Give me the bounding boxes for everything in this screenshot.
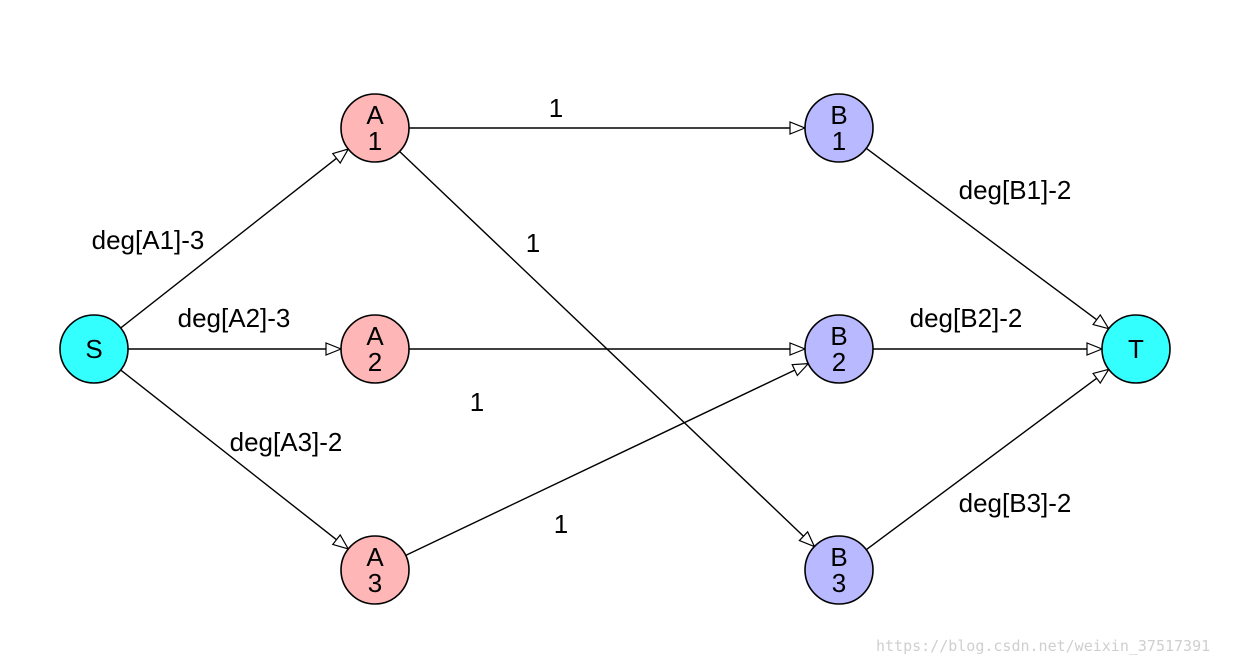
node-a2: A2 [340, 314, 410, 384]
edge-s-a1: deg[A1]-3 [92, 148, 350, 329]
edge-a1-b3: 1 [399, 150, 816, 548]
arrowhead-icon [1092, 313, 1111, 330]
node-circle [340, 535, 410, 605]
edge-line [865, 377, 1098, 551]
node-label: 1 [368, 126, 382, 156]
node-label: A [366, 100, 384, 130]
node-label: S [85, 334, 102, 364]
arrowhead-icon [789, 121, 807, 135]
node-circle [804, 93, 874, 163]
edge-label: 1 [549, 93, 563, 123]
edge-a1-b1: 1 [409, 93, 807, 135]
node-label: 2 [832, 347, 846, 377]
node-b3: B3 [804, 535, 874, 605]
node-circle [1101, 314, 1171, 384]
edge-s-a2: deg[A2]-3 [128, 303, 343, 356]
node-s: S [59, 314, 129, 384]
node-label: B [830, 321, 847, 351]
node-label: A [366, 542, 384, 572]
node-a3: A3 [340, 535, 410, 605]
node-label: 3 [832, 568, 846, 598]
arrowhead-icon [331, 533, 350, 550]
node-label: 2 [368, 347, 382, 377]
edge-label: deg[B3]-2 [959, 488, 1072, 518]
node-label: 3 [368, 568, 382, 598]
arrowhead-icon [791, 362, 810, 377]
node-b2: B2 [804, 314, 874, 384]
edge-label: 1 [554, 509, 568, 539]
arrowhead-icon [331, 148, 350, 165]
edge-label: deg[A3]-2 [230, 427, 343, 457]
edge-s-a3: deg[A3]-2 [120, 369, 350, 550]
edge-label: deg[A2]-3 [178, 303, 291, 333]
node-a1: A1 [340, 93, 410, 163]
edge-line [865, 147, 1098, 321]
edge-label: deg[B2]-2 [910, 303, 1023, 333]
edge-line [405, 369, 796, 557]
arrowhead-icon [325, 342, 343, 356]
node-label: B [830, 542, 847, 572]
edge-layer: deg[A1]-3 deg[A2]-3 deg[A3]-2 1 1 1 1 deg[B1]-2… [92, 93, 1111, 557]
node-label: B [830, 100, 847, 130]
edge-label: deg[B1]-2 [959, 175, 1072, 205]
arrowhead-icon [1086, 342, 1104, 356]
node-circle [59, 314, 129, 384]
edge-a2-b2: 1 [409, 342, 807, 417]
node-circle [804, 314, 874, 384]
edge-b2-t: deg[B2]-2 [873, 303, 1104, 356]
arrowhead-icon [798, 530, 816, 548]
edge-b3-t: deg[B3]-2 [865, 368, 1111, 551]
edge-line [399, 150, 805, 537]
arrowhead-icon [1092, 368, 1111, 385]
edge-line [120, 157, 337, 329]
watermark-url: https://blog.csdn.net/weixin_37517391 [876, 637, 1211, 655]
node-label: 1 [832, 126, 846, 156]
edge-line [120, 369, 337, 541]
node-b1: B1 [804, 93, 874, 163]
node-circle [804, 535, 874, 605]
edge-b1-t: deg[B1]-2 [865, 147, 1111, 330]
arrowhead-icon [789, 342, 807, 356]
edge-label: 1 [470, 387, 484, 417]
node-label: A [366, 321, 384, 351]
node-circle [340, 314, 410, 384]
node-t: T [1101, 314, 1171, 384]
edge-label: deg[A1]-3 [92, 225, 205, 255]
edge-a3-b2: 1 [405, 362, 810, 557]
node-circle [340, 93, 410, 163]
edge-label: 1 [526, 228, 540, 258]
node-label: T [1128, 334, 1144, 364]
